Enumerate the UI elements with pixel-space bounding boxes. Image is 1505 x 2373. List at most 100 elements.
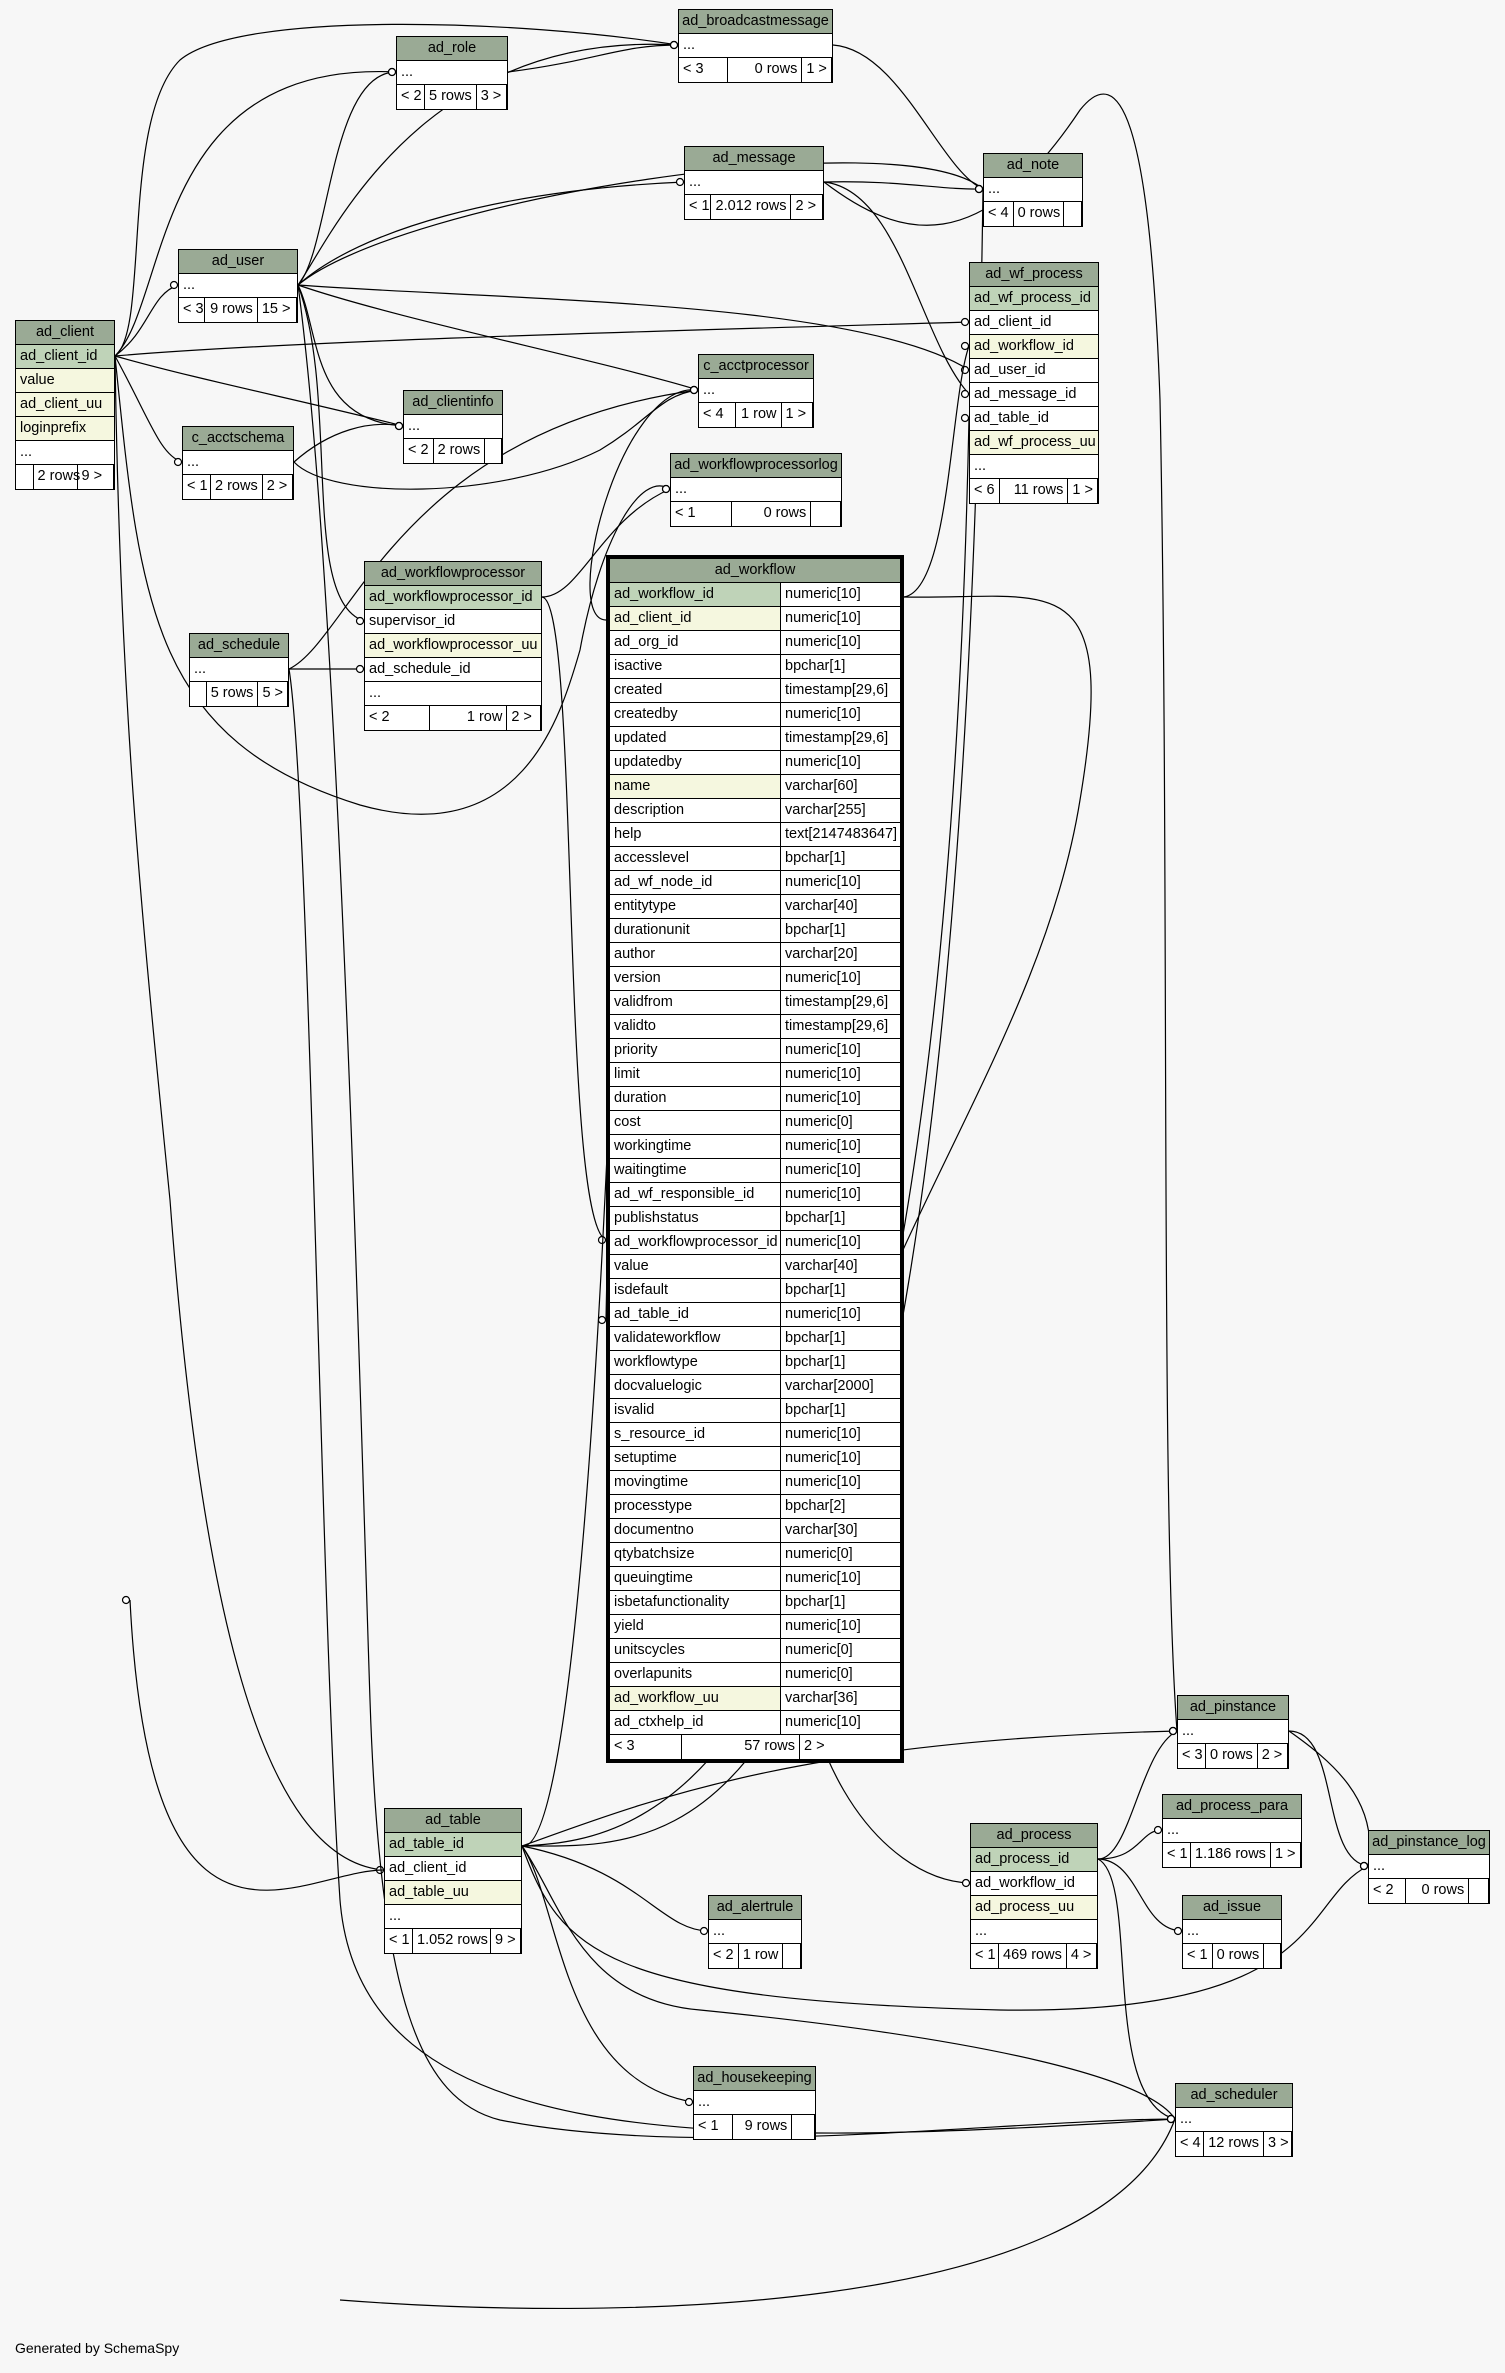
children-link[interactable] xyxy=(792,2115,815,2139)
parents-link[interactable] xyxy=(190,682,207,706)
parents-link[interactable] xyxy=(16,465,34,489)
parents-link[interactable]: < 2 xyxy=(1369,1879,1407,1903)
parents-link[interactable]: < 3 xyxy=(610,1735,682,1759)
children-link[interactable]: 9 > xyxy=(491,1929,521,1953)
column-name: ... xyxy=(974,458,987,474)
children-link[interactable]: 1 > xyxy=(1068,479,1098,503)
table-header: ad_client xyxy=(16,321,114,345)
relationship-line xyxy=(521,1845,1369,2011)
children-link[interactable]: 2 > xyxy=(1258,1744,1288,1768)
children-link[interactable]: 5 > xyxy=(258,682,288,706)
parents-link[interactable]: < 4 xyxy=(984,202,1014,226)
crowfoot-marker xyxy=(661,484,671,494)
parents-link[interactable]: < 1 xyxy=(1163,1843,1191,1867)
children-link[interactable]: 2 > xyxy=(804,1738,825,1754)
relationship-line xyxy=(521,1845,709,1932)
children-link[interactable] xyxy=(1064,202,1082,226)
column-name: validto xyxy=(614,1018,656,1034)
parents-link[interactable]: < 3 xyxy=(1178,1744,1206,1768)
row-count: 469 rows xyxy=(999,1944,1067,1968)
parents-link[interactable]: < 1 xyxy=(685,195,711,219)
children-link[interactable]: 4 > xyxy=(1067,1944,1097,1968)
relationship-line xyxy=(1097,1858,1176,2120)
parents-link[interactable]: < 2 xyxy=(709,1944,739,1968)
parents-link[interactable]: < 2 xyxy=(365,706,431,730)
parents-link[interactable]: < 2 xyxy=(404,439,434,463)
children-link[interactable]: 2 > xyxy=(791,195,823,219)
row-count: 0 rows xyxy=(732,502,812,526)
parents-link[interactable]: < 1 xyxy=(385,1929,413,1953)
parents-link[interactable]: < 3 xyxy=(179,298,205,322)
relationship-line xyxy=(541,596,607,1241)
parents-link[interactable]: < 1 xyxy=(671,502,733,526)
children-link[interactable] xyxy=(485,439,502,463)
children-link[interactable]: 15 > xyxy=(258,298,297,322)
column-name: documentno xyxy=(614,1522,694,1538)
column-type: bpchar[1] xyxy=(780,1591,900,1614)
children-link[interactable]: 1 > xyxy=(802,58,832,82)
relationship-line xyxy=(114,321,970,357)
children-link[interactable]: 9 > xyxy=(78,465,114,489)
parents-link[interactable]: < 1 xyxy=(694,2115,734,2139)
column-type: numeric[10] xyxy=(780,1567,900,1590)
parents-link[interactable]: < 1 xyxy=(183,475,211,499)
children-link[interactable]: 3 > xyxy=(477,85,507,109)
crowfoot-marker xyxy=(387,67,397,77)
children-link[interactable] xyxy=(811,502,841,526)
parents-link[interactable]: < 2 xyxy=(397,85,425,109)
column-row: ad_process_id xyxy=(971,1848,1097,1872)
column-name: publishstatus xyxy=(614,1210,699,1226)
column-row: value xyxy=(16,369,114,393)
parents-link[interactable]: < 4 xyxy=(699,403,737,427)
children-link[interactable]: 1 > xyxy=(1271,1843,1301,1867)
children-link[interactable]: 2 > xyxy=(263,475,293,499)
column-type: timestamp[29,6] xyxy=(780,991,900,1014)
table-name: ad_pinstance xyxy=(1189,1699,1277,1715)
column-name: ... xyxy=(1187,1923,1200,1939)
parents-link[interactable]: < 4 xyxy=(1176,2132,1204,2156)
parents-link[interactable]: < 6 xyxy=(970,479,1000,503)
column-row: ad_table_id xyxy=(385,1833,521,1857)
parents-link[interactable]: < 3 xyxy=(679,58,729,82)
children-link[interactable] xyxy=(1264,1944,1281,1968)
children-link[interactable] xyxy=(783,1944,801,1968)
children-link[interactable]: 3 > xyxy=(1264,2132,1292,2156)
relationship-line xyxy=(288,389,699,670)
children-link[interactable]: 1 > xyxy=(782,403,813,427)
children-link[interactable] xyxy=(1469,1879,1489,1903)
parents-link[interactable]: < 1 xyxy=(971,1944,999,1968)
parents-link[interactable]: < 1 xyxy=(1183,1944,1213,1968)
column-name: ... xyxy=(401,64,414,80)
children-link[interactable]: 2 > xyxy=(507,706,541,730)
